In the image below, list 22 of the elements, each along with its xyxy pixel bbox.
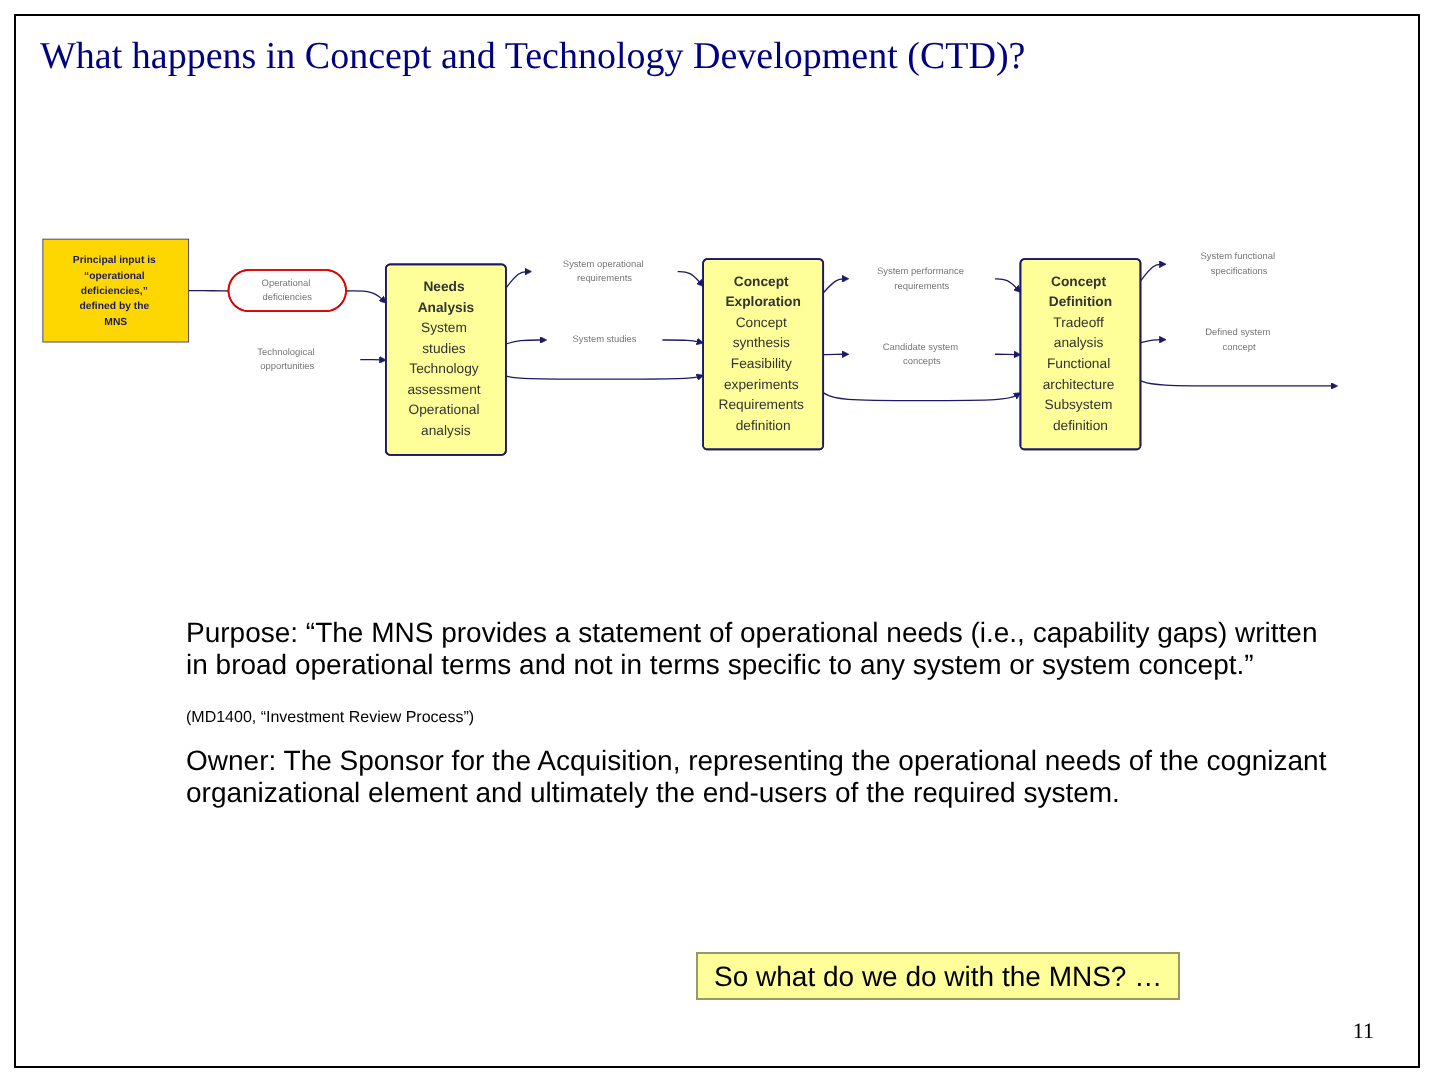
connector xyxy=(188,289,230,292)
callout-note: So what do we do with the MNS? … xyxy=(696,952,1181,1000)
bullet-text: Owner: The Sponsor for the Acquisition, representing the operational needs of the cognizant organizational element and ultimately the end-users of the required system. xyxy=(186,744,1329,808)
arrow xyxy=(505,336,548,345)
arrow xyxy=(1140,335,1167,344)
arrow xyxy=(505,373,704,381)
arrow xyxy=(994,350,1022,359)
arrow xyxy=(359,356,387,364)
arrow xyxy=(505,267,532,289)
reference-note: (MD1400, “Investment Review Process”) xyxy=(186,708,475,726)
arrow xyxy=(994,278,1022,293)
arrow xyxy=(676,270,704,287)
page-number: 11 xyxy=(1352,1020,1374,1044)
arrow xyxy=(1140,380,1339,390)
arrow xyxy=(822,350,850,359)
arrow xyxy=(822,275,850,294)
arrow xyxy=(1140,260,1167,282)
arrow xyxy=(822,392,1022,402)
slide-title: What happens in Concept and Technology Development (CTD)? xyxy=(40,36,1026,80)
bullet-text: Purpose: “The MNS provides a statement of operational needs (i.e., capability gaps) written in broad operational terms and not in terms specific to any system or system concept.” xyxy=(186,616,1320,680)
arrow xyxy=(661,337,704,346)
arrow xyxy=(345,290,387,304)
